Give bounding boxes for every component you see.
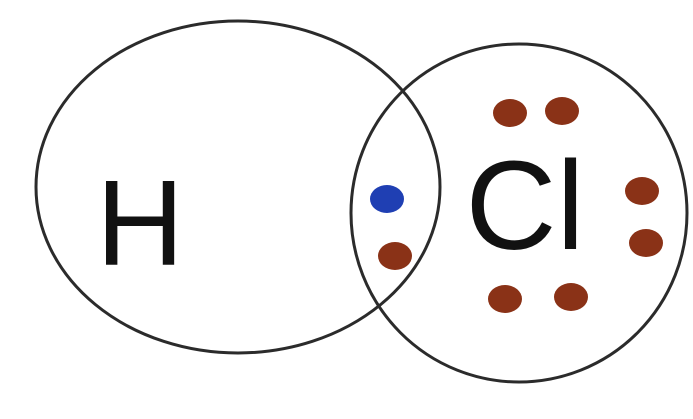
chlorine-lone-pair-bottom-left-electron [488, 285, 522, 313]
hydrogen-symbol: H [96, 155, 184, 291]
chlorine-lone-pair-top-right-electron [545, 97, 579, 125]
chlorine-lone-pair-top-left-electron [493, 99, 527, 127]
chlorine-lone-pair-right-upper-electron [625, 177, 659, 205]
chlorine-lone-pair-right-lower-electron [629, 229, 663, 257]
chlorine-symbol: Cl [466, 135, 585, 276]
chlorine-lone-pair-bottom-right-electron [554, 283, 588, 311]
chlorine-bonding-electron [378, 242, 412, 270]
hydrogen-electron [370, 185, 404, 213]
chlorine-shell [349, 42, 689, 384]
hydrogen-shell [34, 19, 442, 355]
